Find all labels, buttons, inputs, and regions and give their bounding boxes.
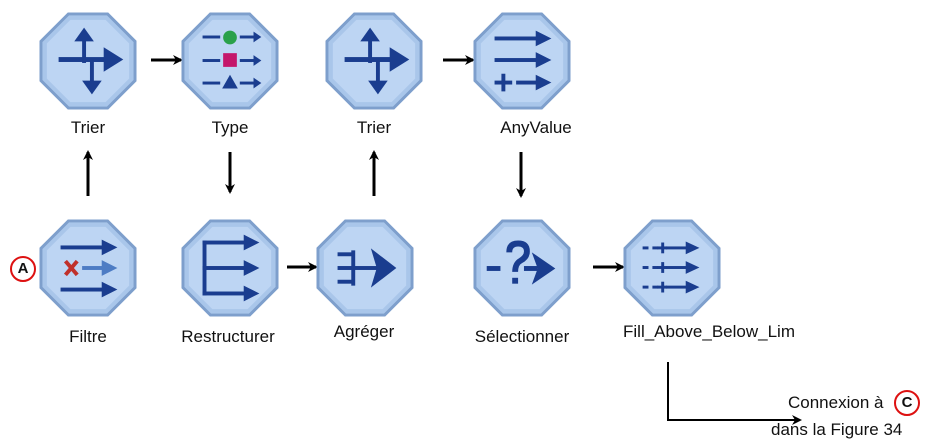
- label-type: Type: [211, 118, 249, 137]
- node-selectionner[interactable]: [473, 219, 571, 317]
- connection-note-line1: Connexion à: [788, 393, 884, 412]
- node-restructurer[interactable]: [181, 219, 279, 317]
- node-trier-2[interactable]: [325, 12, 423, 110]
- label-restructurer: Restructurer: [181, 327, 275, 346]
- node-filtre[interactable]: [39, 219, 137, 317]
- label-selectionner: Sélectionner: [474, 327, 570, 346]
- node-type[interactable]: [181, 12, 279, 110]
- arrow-fill-to-connexion: [667, 362, 802, 425]
- node-trier-1[interactable]: [39, 12, 137, 110]
- restructure-icon: [181, 219, 279, 317]
- sort-icon: [325, 12, 423, 110]
- label-anyvalue: AnyValue: [500, 118, 572, 137]
- node-agreger[interactable]: [316, 219, 414, 317]
- filter-icon: [39, 219, 137, 317]
- label-agreger: Agréger: [333, 322, 395, 341]
- label-trier-1: Trier: [70, 118, 106, 137]
- label-fill: Fill_Above_Below_Lim: [623, 322, 795, 341]
- type-icon: [181, 12, 279, 110]
- label-filtre: Filtre: [69, 327, 107, 346]
- aggregate-icon: [316, 219, 414, 317]
- connector-marker-c: C: [894, 390, 920, 416]
- label-trier-2: Trier: [356, 118, 392, 137]
- connector-marker-a: A: [10, 256, 36, 282]
- derive-icon: [473, 12, 571, 110]
- sort-icon: [39, 12, 137, 110]
- filler-icon: [623, 219, 721, 317]
- select-icon: [473, 219, 571, 317]
- node-anyvalue[interactable]: [473, 12, 571, 110]
- node-fill[interactable]: [623, 219, 721, 317]
- connection-note-line2: dans la Figure 34: [771, 420, 903, 439]
